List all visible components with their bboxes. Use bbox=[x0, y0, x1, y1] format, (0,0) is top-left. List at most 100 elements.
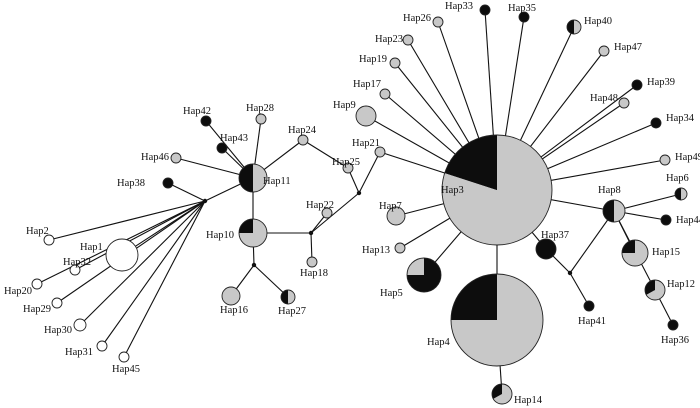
hap12-node bbox=[644, 279, 666, 301]
median-vector bbox=[202, 198, 208, 204]
hap8-slice-black bbox=[603, 200, 614, 222]
hap21-node bbox=[374, 146, 386, 158]
hap42-label: Hap42 bbox=[183, 106, 211, 117]
median-vector bbox=[251, 262, 257, 268]
hap4-label: Hap4 bbox=[427, 337, 450, 348]
hap49-label: Hap49 bbox=[675, 152, 700, 163]
hap11-slice-black bbox=[239, 164, 253, 192]
hap31-node bbox=[96, 340, 108, 352]
hap39-label: Hap39 bbox=[647, 77, 675, 88]
hap44-label: Hap44 bbox=[676, 215, 700, 226]
hap10-slice-black bbox=[239, 219, 253, 233]
hap22-node bbox=[321, 207, 333, 219]
hap40-slice-grey bbox=[574, 20, 581, 34]
hap47-label: Hap47 bbox=[614, 42, 642, 53]
hap40-node bbox=[566, 19, 582, 35]
hap22-label: Hap22 bbox=[306, 200, 334, 211]
hap2-label: Hap2 bbox=[26, 226, 49, 237]
edge-m1-hap32 bbox=[74, 200, 206, 271]
hap23-label: Hap23 bbox=[375, 34, 403, 45]
hap19-label: Hap19 bbox=[359, 54, 387, 65]
hap36-label: Hap36 bbox=[661, 335, 689, 346]
hap14-label: Hap14 bbox=[514, 395, 543, 406]
hap48-label: Hap48 bbox=[590, 93, 618, 104]
hap48-node bbox=[618, 97, 630, 109]
edge-m1-hap31 bbox=[101, 200, 206, 347]
hap6-node bbox=[674, 187, 688, 201]
hap30-label: Hap30 bbox=[44, 325, 72, 336]
hap14-slice-grey bbox=[493, 384, 513, 404]
hap25-label: Hap25 bbox=[332, 157, 360, 168]
hap14-node bbox=[491, 383, 513, 405]
hap10-node bbox=[238, 218, 268, 248]
hap43-node bbox=[216, 142, 228, 154]
hap15-label: Hap15 bbox=[652, 247, 680, 258]
hap11-node bbox=[238, 163, 268, 193]
hap15-slice-black bbox=[622, 240, 635, 253]
hap8-label: Hap8 bbox=[598, 185, 621, 196]
hap29-label: Hap29 bbox=[23, 304, 51, 315]
hap40-label: Hap40 bbox=[584, 16, 612, 27]
hap41-node bbox=[583, 300, 595, 312]
edge-m1-hap30 bbox=[79, 200, 206, 326]
hap34-label: Hap34 bbox=[666, 113, 695, 124]
hap17-node bbox=[379, 88, 391, 100]
hap46-label: Hap46 bbox=[141, 152, 169, 163]
hap11-slice-grey bbox=[253, 164, 267, 192]
hap28-label: Hap28 bbox=[246, 103, 274, 114]
hap9-node bbox=[355, 105, 377, 127]
hap38-node bbox=[162, 177, 174, 189]
hap3-node bbox=[441, 134, 553, 246]
hap6-slice-black bbox=[675, 188, 681, 200]
hap2-node bbox=[43, 234, 55, 246]
hap33-label: Hap33 bbox=[445, 1, 473, 12]
hap4-node bbox=[450, 273, 544, 367]
edge-m5-hap8 bbox=[569, 210, 615, 274]
median-vectors bbox=[202, 190, 573, 276]
hap46-node bbox=[170, 152, 182, 164]
median-vector bbox=[308, 230, 314, 236]
hap7-node bbox=[386, 206, 406, 226]
hap49-node bbox=[659, 154, 671, 166]
haplotype-labels: Hap1Hap2Hap3Hap4Hap5Hap6Hap7Hap8Hap9Hap1… bbox=[4, 1, 700, 406]
hap10-label: Hap10 bbox=[206, 230, 234, 241]
edge-m4-hap21 bbox=[358, 151, 381, 194]
hap13-node bbox=[394, 242, 406, 254]
hap7-label: Hap7 bbox=[379, 201, 402, 212]
hap37-label: Hap37 bbox=[541, 230, 569, 241]
hap33-node bbox=[479, 4, 491, 16]
edge-m1-hap2 bbox=[48, 200, 206, 241]
hap27-node bbox=[280, 289, 296, 305]
hap21-label: Hap21 bbox=[352, 138, 380, 149]
hap8-node bbox=[602, 199, 626, 223]
hap16-label: Hap16 bbox=[220, 305, 248, 316]
hap3-slice-black bbox=[444, 135, 497, 190]
hap27-label: Hap27 bbox=[278, 306, 306, 317]
hap13-label: Hap13 bbox=[362, 245, 390, 256]
hap40-slice-black bbox=[567, 20, 574, 34]
hap5-label: Hap5 bbox=[380, 288, 403, 299]
hap31-label: Hap31 bbox=[65, 347, 93, 358]
hap5-slice-grey bbox=[407, 258, 424, 275]
haplotype-nodes bbox=[31, 4, 688, 405]
edge-m1-hap38 bbox=[167, 182, 206, 202]
hap37-node bbox=[535, 238, 557, 260]
hap11-label: Hap11 bbox=[263, 176, 291, 187]
edge-hap8-hap6 bbox=[613, 193, 682, 212]
hap5-node bbox=[406, 257, 442, 293]
hap34-node bbox=[650, 117, 662, 129]
median-vector bbox=[356, 190, 362, 196]
hap12-slice-grey bbox=[646, 280, 665, 300]
hap36-node bbox=[667, 319, 679, 331]
hap3-label: Hap3 bbox=[441, 185, 464, 196]
hap47-node bbox=[598, 45, 610, 57]
edge-m1-hap45 bbox=[123, 200, 206, 358]
hap32-node bbox=[69, 264, 81, 276]
hap30-node bbox=[73, 318, 87, 332]
hap45-node bbox=[118, 351, 130, 363]
hap9-label: Hap9 bbox=[333, 100, 356, 111]
hap17-label: Hap17 bbox=[353, 79, 381, 90]
hap19-node bbox=[389, 57, 401, 69]
hap41-label: Hap41 bbox=[578, 316, 606, 327]
